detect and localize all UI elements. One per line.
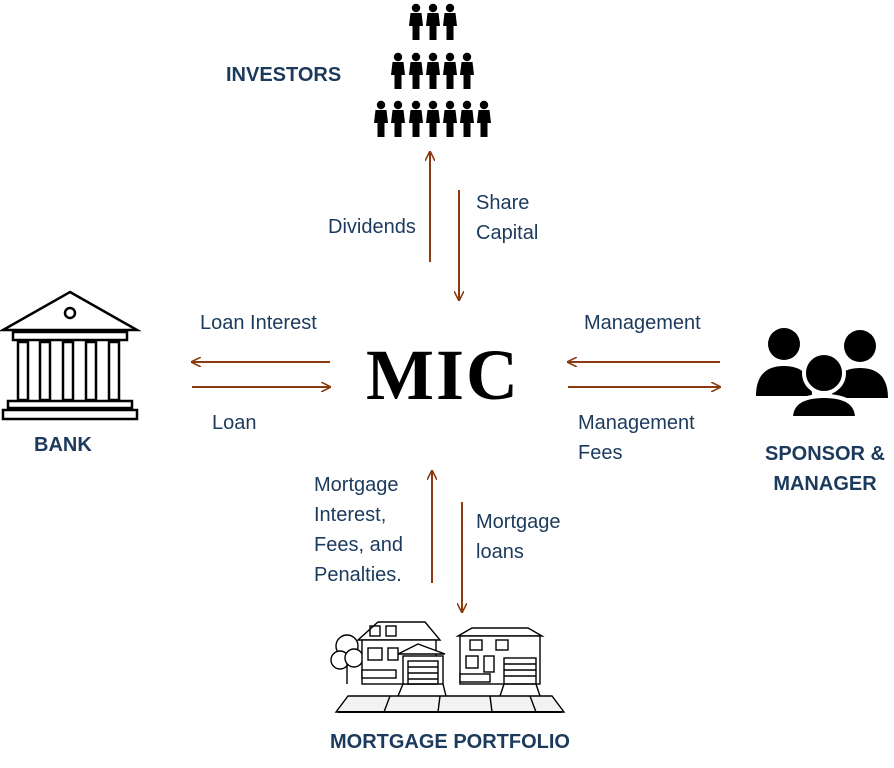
houses-icon xyxy=(330,621,566,713)
mortgage-interest-line2: Interest, xyxy=(314,504,387,526)
flow-mortgage-interest-label: Mortgage Interest, Fees, and Penalties. xyxy=(314,470,403,590)
flow-dividends-label: Dividends xyxy=(328,216,416,238)
sponsor-label-line2: MANAGER xyxy=(773,473,877,495)
investors-pyramid-icon xyxy=(374,3,491,137)
share-capital-line2: Capital xyxy=(476,222,539,244)
bank-label: BANK xyxy=(34,434,92,456)
sponsor-manager-label: SPONSOR & MANAGER xyxy=(760,439,890,499)
sponsor-label-line1: SPONSOR & xyxy=(764,443,886,465)
mortgage-portfolio-label: MORTGAGE PORTFOLIO xyxy=(330,731,570,753)
flow-mortgage-loans-label: Mortgage loans xyxy=(476,507,561,567)
management-fees-line1: Management xyxy=(578,412,695,434)
center-label-mic: MIC xyxy=(366,335,520,415)
mortgage-loans-line1: Mortgage xyxy=(476,511,561,533)
flow-management-label: Management xyxy=(584,312,701,334)
flow-management-fees-label: Management Fees xyxy=(578,408,695,468)
mortgage-loans-line2: loans xyxy=(476,541,524,563)
share-capital-line1: Share xyxy=(476,192,530,214)
mortgage-interest-line4: Penalties. xyxy=(314,564,402,586)
management-fees-line2: Fees xyxy=(578,442,623,464)
mortgage-interest-line1: Mortgage xyxy=(314,474,399,496)
flow-share-capital-label: Share Capital xyxy=(476,188,538,248)
mortgage-interest-line3: Fees, and xyxy=(314,534,403,556)
people-group-icon xyxy=(756,328,888,420)
flow-loan-interest-label: Loan Interest xyxy=(200,312,317,334)
flow-loan-label: Loan xyxy=(212,412,257,434)
bank-building-icon xyxy=(0,290,142,421)
arrows xyxy=(192,152,720,612)
investors-label: INVESTORS xyxy=(226,64,342,86)
